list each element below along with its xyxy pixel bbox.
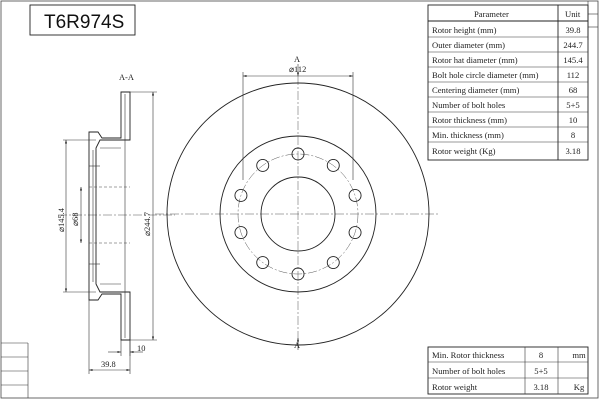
summary-row-value: 8 xyxy=(539,350,543,360)
spec-row-value: 112 xyxy=(567,70,580,80)
cut-marker-top: A xyxy=(294,55,300,64)
corner-grid-left xyxy=(1,342,29,398)
dim-label-bolt-circle: ⌀112 xyxy=(289,65,306,74)
spec-row-value: 5+5 xyxy=(566,100,579,110)
spec-row-value: 68 xyxy=(569,85,578,95)
bolt-hole xyxy=(326,159,340,172)
spec-row-value: 10 xyxy=(569,115,578,125)
spec-table: Parameter Unit Rotor height (mm) 39.8 Ou… xyxy=(427,4,589,161)
spec-row-label: Centering diameter (mm) xyxy=(432,85,519,95)
bolt-holes xyxy=(234,147,362,281)
dim-label-thickness: 10 xyxy=(137,344,145,353)
spec-row-value: 244.7 xyxy=(563,40,583,50)
spec-row-value: 8 xyxy=(571,130,575,140)
bolt-hole xyxy=(256,256,270,269)
summary-row-unit: mm xyxy=(572,350,586,360)
summary-row-value: 5+5 xyxy=(534,366,547,376)
bolt-hole xyxy=(291,267,305,281)
spec-row-label: Rotor weight (Kg) xyxy=(432,146,496,156)
title-block: T6R974S xyxy=(29,4,136,36)
bolt-hole xyxy=(291,147,305,161)
spec-row-value: 39.8 xyxy=(565,25,580,35)
summary-row-label: Number of bolt holes xyxy=(432,366,506,376)
spec-header-unit: Unit xyxy=(565,9,581,19)
spec-row-label: Rotor hat diameter (mm) xyxy=(432,55,518,65)
section-view: A-A ⌀145.4 ⌀68 ⌀244.7 10 xyxy=(57,73,175,374)
corner-grid-right xyxy=(587,1,598,40)
bolt-circle xyxy=(237,153,359,275)
spec-header-parameter: Parameter xyxy=(474,9,509,19)
bolt-hole xyxy=(348,189,362,202)
cut-marker-bottom: A xyxy=(294,341,300,350)
spec-row-label: Min. thickness (mm) xyxy=(432,130,504,140)
spec-row-label: Bolt hole circle diameter (mm) xyxy=(432,70,539,80)
summary-row-label: Min. Rotor thickness xyxy=(432,350,505,360)
summary-row-label: Rotor weight xyxy=(432,382,478,392)
part-number-title: T6R974S xyxy=(44,12,124,33)
centering-bore xyxy=(260,176,336,252)
dim-label-outer: ⌀244.7 xyxy=(143,212,152,236)
bolt-hole xyxy=(348,226,362,239)
summary-row-unit: Kg xyxy=(574,382,585,392)
dim-label-hat: ⌀145.4 xyxy=(57,207,66,232)
bolt-hole xyxy=(326,256,340,269)
front-view: ⌀112 A A xyxy=(155,55,440,350)
spec-row-label: Outer diameter (mm) xyxy=(432,40,505,50)
bolt-hole xyxy=(256,159,270,172)
bolt-hole xyxy=(234,226,248,239)
bolt-hole xyxy=(234,189,248,202)
rotor-hat-edge xyxy=(219,135,377,293)
spec-row-label: Rotor thickness (mm) xyxy=(432,115,507,125)
spec-row-label: Rotor height (mm) xyxy=(432,25,497,35)
summary-row-value: 3.18 xyxy=(533,382,548,392)
rotor-profile xyxy=(88,91,131,341)
dim-label-height: 39.8 xyxy=(101,360,116,369)
spec-row-label: Number of bolt holes xyxy=(432,100,506,110)
spec-row-value: 3.18 xyxy=(565,146,580,156)
dim-label-centering: ⌀68 xyxy=(71,213,80,226)
summary-table: Min. Rotor thickness 8 mm Number of bolt… xyxy=(427,346,589,395)
section-label: A-A xyxy=(119,73,134,82)
spec-row-value: 145.4 xyxy=(563,55,583,65)
